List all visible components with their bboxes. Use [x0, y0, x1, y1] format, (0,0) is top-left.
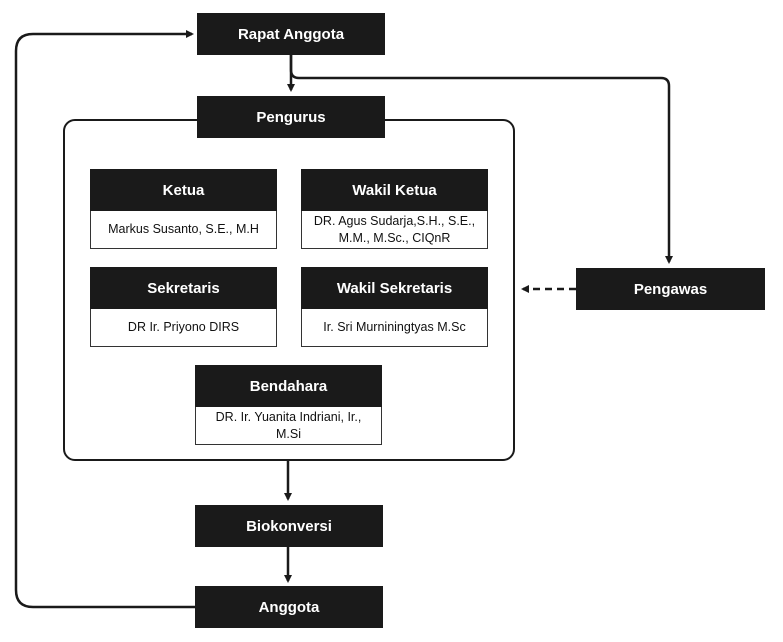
role-title: Sekretaris	[90, 267, 277, 309]
role-title: Ketua	[90, 169, 277, 211]
role-wakil-sekretaris: Wakil Sekretaris Ir. Sri Murniningtyas M…	[301, 267, 488, 347]
role-wakil-ketua: Wakil Ketua DR. Agus Sudarja,S.H., S.E.,…	[301, 169, 488, 249]
role-ketua: Ketua Markus Susanto, S.E., M.H	[90, 169, 277, 249]
node-anggota: Anggota	[195, 586, 383, 628]
role-title: Bendahara	[195, 365, 382, 407]
role-title: Wakil Sekretaris	[301, 267, 488, 309]
node-biokonversi: Biokonversi	[195, 505, 383, 547]
edge-rapat-to-pengawas	[289, 54, 673, 264]
role-name: DR. Agus Sudarja,S.H., S.E., M.M., M.Sc.…	[301, 211, 488, 249]
role-name: DR Ir. Priyono DIRS	[90, 309, 277, 347]
role-bendahara: Bendahara DR. Ir. Yuanita Indriani, Ir.,…	[195, 365, 382, 445]
node-pengurus: Pengurus	[197, 96, 385, 138]
role-name: Markus Susanto, S.E., M.H	[90, 211, 277, 249]
node-pengawas: Pengawas	[576, 268, 765, 310]
role-sekretaris: Sekretaris DR Ir. Priyono DIRS	[90, 267, 277, 347]
edge-anggota-to-rapat	[14, 30, 196, 609]
node-rapat-anggota: Rapat Anggota	[197, 13, 385, 55]
role-name: Ir. Sri Murniningtyas M.Sc	[301, 309, 488, 347]
role-title: Wakil Ketua	[301, 169, 488, 211]
role-name: DR. Ir. Yuanita Indriani, Ir., M.Si	[195, 407, 382, 445]
